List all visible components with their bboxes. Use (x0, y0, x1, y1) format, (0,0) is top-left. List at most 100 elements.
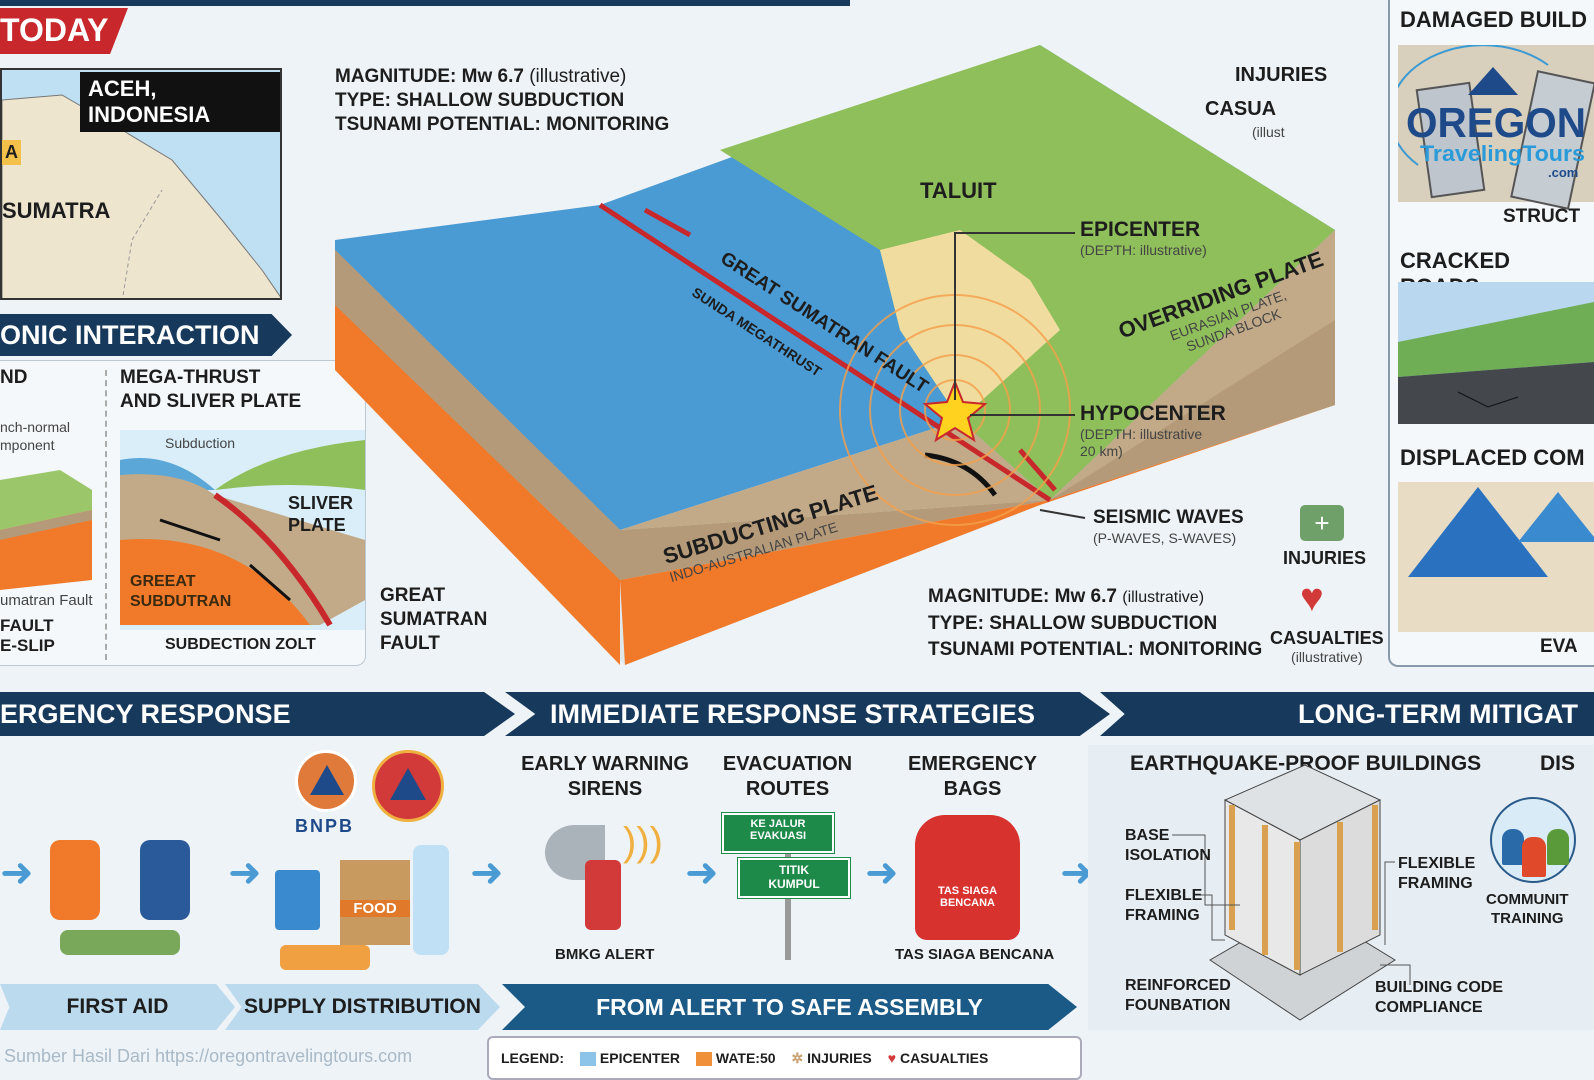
mega-thrust-title: MEGA-THRUST AND SLIVER PLATE (120, 367, 302, 412)
tas-siaga-label: TAS SIAGA BENCANA (895, 946, 1055, 963)
displaced-communities-image (1398, 482, 1594, 632)
dis-label: DIS (1540, 752, 1576, 775)
casualties-note: (illustrative) (1291, 649, 1363, 665)
greeat-label: GREEAT SUBDUTRAN (130, 573, 232, 610)
emergency-bags-label: EMERGENCY BAGS (908, 753, 1037, 800)
today-badge: TODAY (0, 8, 128, 54)
supply-distribution-step: SUPPLY DISTRIBUTION (225, 984, 500, 1030)
legend-item-injuries: ✲ INJURIES (791, 1049, 872, 1066)
seismic-waves-label: SEISMIC WAVES (1093, 507, 1244, 528)
bnpb-label: BNPB (295, 816, 355, 836)
left-fault: FAULT (0, 616, 54, 635)
legend: LEGEND: EPICENTER WATE:50 ✲ INJURIES ♥ C… (487, 1036, 1082, 1080)
arrow-icon: ➜ (1060, 851, 1094, 895)
oregon-traveling-tours-logo: OREGON TravelingTours .com (1398, 45, 1586, 180)
legend-item-water: WATE:50 (696, 1050, 776, 1067)
left-diagram-note: nch-normal mponent (0, 419, 71, 453)
bnpb-logo (295, 750, 357, 812)
map-marker: A (2, 140, 21, 165)
immediate-response-header: IMMEDIATE RESPONSE STRATEGIES (505, 692, 1110, 736)
alert-to-assembly-banner: FROM ALERT TO SAFE ASSEMBLY (502, 984, 1077, 1030)
source-watermark: Sumber Hasil Dari https://oregontravelin… (4, 1046, 413, 1066)
location-map: ACEH, INDONESIA A SUMATRA (0, 68, 282, 300)
community-training-icon (1490, 797, 1576, 883)
first-aid-kit-icon: + (1300, 505, 1344, 541)
eva-label: EVA (1540, 636, 1578, 657)
quake-info-top: MAGNITUDE: Mw 6.7 (illustrative) TYPE: S… (335, 66, 670, 135)
left-fault-label: umatran Fault (0, 592, 93, 609)
bmkg-alert-label: BMKG ALERT (555, 946, 655, 963)
left-block-illustration (0, 470, 92, 590)
earthquake-proof-label: EARTHQUAKE-PROOF BUILDINGS (1130, 752, 1482, 775)
injuries-label: INJURIES (1283, 548, 1367, 568)
svg-text:TravelingTours: TravelingTours (1420, 141, 1585, 166)
mantle-side (620, 405, 1335, 665)
megathrust-illustration (120, 430, 365, 630)
beach (880, 230, 1060, 420)
tectonic-title: ONIC INTERACTION (0, 314, 292, 356)
reinforced-foundation-label: REINFORCED FOUNBATION (1125, 977, 1231, 1014)
arrow-icon: ➜ (865, 851, 899, 895)
sign-pole (785, 850, 791, 960)
supplies-illustration: FOOD (275, 845, 460, 975)
epicenter-star-icon (922, 379, 988, 443)
hypocenter-depth: (DEPTH: illustrative 20 km) (1080, 426, 1203, 459)
legend-title: LEGEND: (501, 1050, 564, 1066)
top-note: (illust (1252, 124, 1285, 140)
flexible-framing-right-label: FLEXIBLE FRAMING (1398, 855, 1476, 892)
siren-megaphone-icon: ))) (545, 815, 665, 935)
seismic-waves-sub: (P-WAVES, S-WAVES) (1093, 530, 1237, 546)
top-injuries-label: INJURIES (1235, 64, 1328, 86)
broken-heart-icon: ♥ (1300, 576, 1324, 620)
arrow-icon: ➜ (470, 851, 504, 895)
divider (105, 370, 107, 660)
first-aid-step: FIRST AID (0, 984, 235, 1030)
svg-text:.com: .com (1548, 165, 1578, 180)
top-banner-strip (0, 0, 850, 6)
bnpb-seal-logo (372, 750, 444, 822)
sliver-plate-label: SLIVER PLATE (288, 493, 354, 535)
cracked-roads-image (1398, 282, 1594, 424)
structural-label: STRUCT (1503, 206, 1581, 227)
first-aid-illustration (20, 820, 220, 970)
arrow-icon: ➜ (228, 851, 262, 895)
fault-line (598, 202, 1052, 503)
arrow-icon: ➜ (685, 851, 719, 895)
left-slip: E-SLIP (0, 636, 55, 655)
mountain-icon (1468, 67, 1518, 95)
tectonic-block-diagram (335, 45, 1335, 665)
quake-info-bottom: MAGNITUDE: Mw 6.7 (illustrative) TYPE: S… (928, 586, 1263, 660)
building-code-label: BUILDING CODE COMPLIANCE (1375, 979, 1503, 1016)
evacuation-sign: KE JALUR EVAKUASI (721, 812, 835, 854)
subduction-label: Subduction (165, 435, 236, 451)
community-training-label: COMMUNIT TRAINING (1486, 891, 1569, 927)
subduction-zone-label: SUBDECTION ZOLT (165, 636, 316, 653)
base-isolation-label: BASE ISOLATION (1125, 827, 1211, 864)
great-sumatran-fault-label: GREAT SUMATRAN FAULT (380, 585, 488, 654)
assembly-point-sign: TITIK KUMPUL (737, 857, 851, 899)
map-region-label: ACEH, INDONESIA (80, 72, 280, 132)
displaced-communities-label: DISPLACED COM (1400, 445, 1585, 470)
map-island-label: SUMATRA (2, 198, 111, 223)
flexible-framing-left-label: FLEXIBLE FRAMING (1125, 887, 1203, 924)
arrow-icon: ➜ (0, 851, 34, 895)
damaged-buildings-label: DAMAGED BUILD (1400, 7, 1587, 32)
land-surface (720, 45, 1335, 500)
top-casualties-label: CASUA (1205, 98, 1277, 120)
legend-item-epicenter: EPICENTER (580, 1050, 680, 1067)
emergency-response-header: ERGENCY RESPONSE (0, 692, 515, 736)
evacuation-routes-label: EVACUATION ROUTES (722, 753, 853, 800)
food-bag-label: FOOD (340, 900, 410, 917)
epicenter-label: EPICENTER (1080, 218, 1201, 241)
long-term-mitigation-header: LONG-TERM MITIGAT (1100, 692, 1594, 736)
epicenter-depth: (DEPTH: illustrative) (1080, 242, 1207, 258)
left-diagram-title: ND (0, 367, 28, 388)
emergency-backpack-icon: TAS SIAGA BENCANA (915, 815, 1020, 940)
taluit-label: TALUIT (920, 178, 997, 203)
svg-text:OREGON: OREGON (1406, 99, 1586, 146)
hypocenter-label: HYPOCENTER (1080, 402, 1226, 425)
legend-item-casualties: ♥ CASUALTIES (887, 1050, 989, 1066)
early-warning-label: EARLY WARNING SIRENS (521, 753, 689, 800)
casualties-label: CASUALTIES (1270, 628, 1384, 648)
